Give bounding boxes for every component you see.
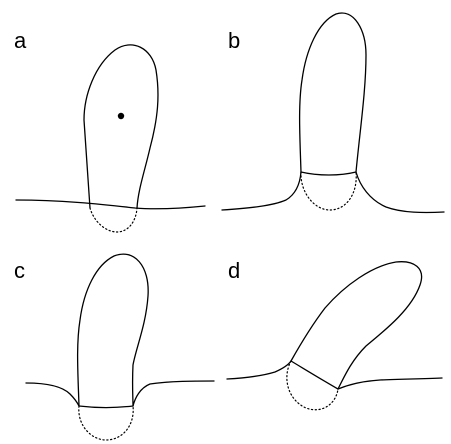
panel-b-cell-base (301, 172, 356, 175)
panel-a-dotted-base (90, 208, 137, 232)
panel-c-dotted-base (79, 406, 133, 440)
panel-b-surface-line-right (356, 172, 444, 212)
panel-b-surface-line (222, 172, 301, 210)
panel-c-surface-line-right (133, 381, 214, 406)
panel-d-cell-base (291, 361, 338, 389)
panel-c (26, 254, 214, 440)
panel-d-surface-line-right (338, 378, 442, 389)
panel-d (227, 262, 442, 410)
panel-c-surface-line (26, 383, 79, 406)
panel-a (16, 45, 205, 232)
panel-b (222, 13, 444, 212)
panel-d-dotted-base (287, 361, 338, 410)
panel-a-surface-line (16, 200, 205, 209)
panel-b-dotted-base (301, 172, 356, 210)
panel-d-surface-line (227, 361, 291, 379)
panel-a-cell-outline (84, 45, 158, 208)
panel-c-cell-base (79, 406, 133, 408)
panel-d-cell-outline (291, 262, 422, 389)
panel-c-cell-outline (78, 254, 149, 406)
panel-b-cell-outline (300, 13, 366, 172)
panel-a-dot-marker (118, 113, 124, 119)
